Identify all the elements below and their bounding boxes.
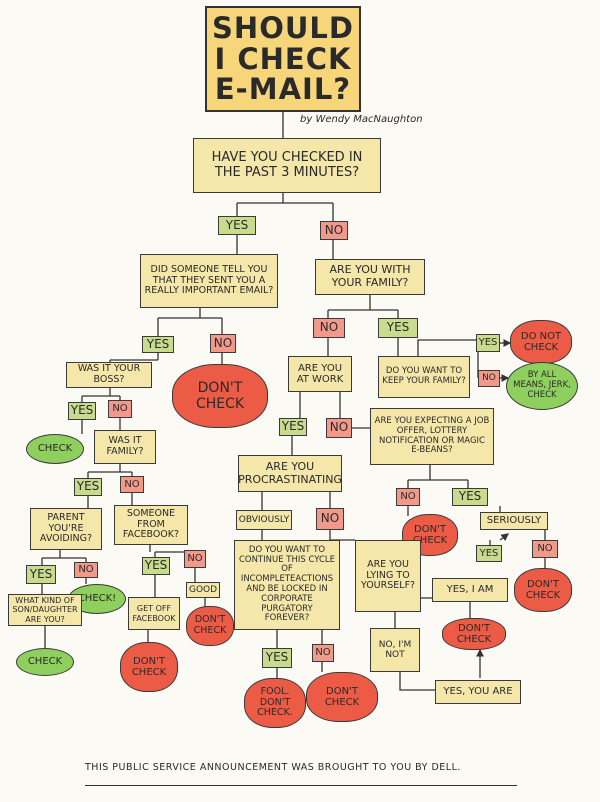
question-keep-family: Do you want to keep your family?: [378, 356, 470, 398]
dont-check-outcome-seriously: Don't check: [514, 568, 572, 612]
question-continue-cycle: Do you want to continue this cycle of in…: [234, 540, 340, 630]
question-someone-facebook: Someone from Facebook?: [114, 505, 188, 545]
yes-continue-cycle: Yes: [262, 648, 292, 668]
question-parent-avoiding: Parent you're avoiding?: [30, 508, 102, 550]
no-parent: No: [74, 562, 98, 578]
no-with-family: No: [313, 318, 345, 338]
answer-yes-you-are: Yes, you are: [435, 680, 521, 704]
yes-was-boss: Yes: [68, 402, 96, 420]
no-seriously: No: [532, 540, 558, 558]
answer-yes-i-am: Yes, I am: [432, 578, 508, 602]
no-checked-recently: No: [320, 221, 348, 240]
check-outcome-boss: Check: [26, 434, 84, 464]
yes-keep-family: Yes: [476, 334, 500, 352]
no-keep-family: No: [478, 370, 500, 387]
question-someone-told-you: Did someone tell you that they sent you …: [140, 254, 278, 308]
yes-was-family: Yes: [74, 478, 102, 496]
answer-obviously: Obviously: [236, 510, 292, 530]
answer-no-im-not: No, I'm not: [370, 628, 420, 672]
answer-good: Good: [186, 582, 220, 598]
no-procrastinating: No: [316, 508, 344, 530]
page-title: Should I check e-mail?: [205, 6, 361, 112]
yes-facebook: Yes: [142, 557, 170, 575]
yes-with-family: Yes: [378, 318, 418, 338]
question-with-family: Are you with your family?: [315, 259, 425, 295]
answer-get-off-facebook: Get off Facebook: [128, 597, 180, 630]
dont-check-outcome-cycle: Don't check: [306, 672, 378, 722]
question-checked-past-3-minutes: Have you checked in the past 3 minutes?: [193, 138, 381, 193]
fool-dont-check-outcome: Fool. Don't check.: [244, 678, 306, 728]
do-not-check-outcome: Do not check: [510, 320, 572, 364]
dont-check-outcome-lying: Don't check: [442, 618, 506, 650]
yes-seriously: Yes: [476, 545, 502, 562]
question-was-it-boss: Was it your boss?: [66, 362, 152, 388]
dont-check-outcome: Don't check: [172, 364, 268, 428]
question-was-it-family: Was it family?: [94, 430, 156, 464]
yes-checked-recently: Yes: [218, 216, 256, 235]
no-at-work: No: [326, 418, 352, 438]
no-someone-told: No: [210, 334, 236, 353]
no-was-family: No: [120, 476, 144, 493]
no-facebook: No: [184, 550, 206, 568]
footer-divider: [85, 785, 517, 786]
question-lying-to-yourself: Are you lying to yourself?: [355, 540, 421, 612]
yes-at-work: Yes: [279, 418, 307, 436]
yes-parent: Yes: [26, 565, 56, 584]
check-outcome-kind: Check: [16, 648, 74, 676]
footer-announcement: This public service announcement was bro…: [85, 762, 461, 773]
question-expecting-job-offer: Are you expecting a job offer, lottery n…: [370, 408, 494, 465]
yes-expecting: Yes: [452, 488, 488, 506]
dont-check-outcome-get-off: Don't check: [120, 642, 178, 692]
yes-someone-told: Yes: [142, 336, 174, 353]
answer-seriously: Seriously: [480, 512, 548, 530]
question-at-work: Are you at work: [288, 356, 352, 392]
question-what-kind-son-daughter: What kind of son/daughter are you?: [8, 594, 82, 626]
no-was-boss: No: [108, 400, 132, 418]
byline: by Wendy MacNaughton: [300, 114, 423, 125]
no-continue-cycle: No: [312, 644, 334, 662]
no-expecting: No: [396, 488, 420, 506]
dont-check-outcome-good: Don't check: [186, 606, 234, 646]
question-procrastinating: Are you procrastinating: [238, 455, 342, 492]
by-all-means-check-outcome: By all means, jerk, check: [506, 362, 578, 410]
